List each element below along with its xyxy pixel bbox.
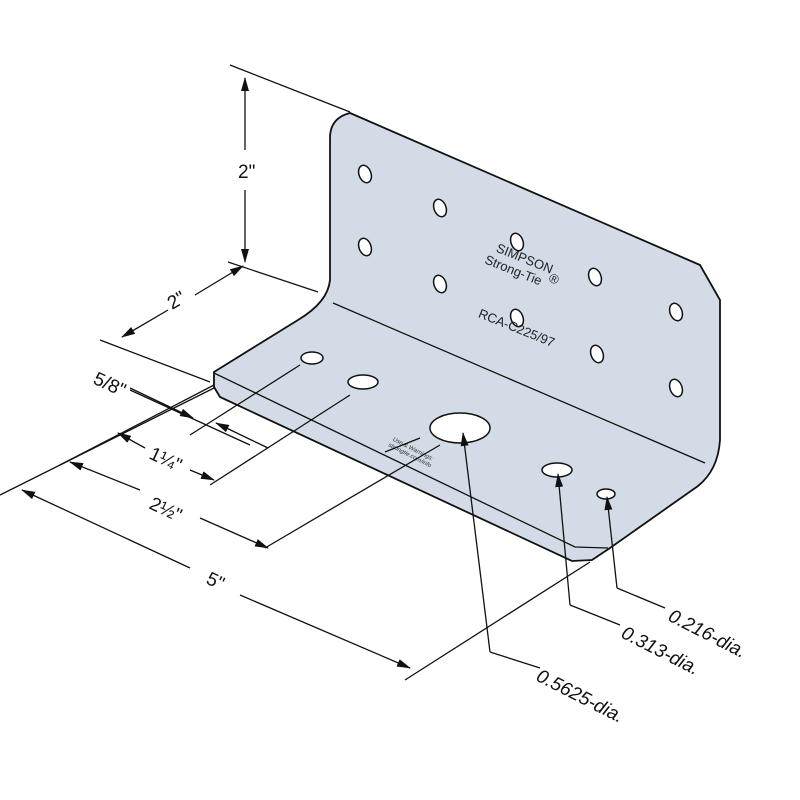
dim-edge-offset-label: 5/8": [90, 368, 129, 401]
dim-center-distance-label: 2½": [146, 493, 185, 526]
callout-leaders: [460, 432, 666, 669]
bracket-face: [213, 112, 721, 562]
dim-small-spacing-label: 1¼": [146, 443, 185, 476]
flange-thickness-edge: [213, 372, 609, 549]
dim-height-label: 2": [238, 162, 255, 183]
dimension-arrows: [21, 77, 411, 669]
vertical-plate-holes: [357, 164, 684, 398]
bend-line: [332, 302, 706, 464]
dim-length-label: 5": [203, 568, 228, 594]
large-hole-callout: 0.5625-dia.: [533, 666, 627, 728]
angle-bracket: SIMPSON Strong-Tie ® RCA-C225/97 Use & W…: [213, 112, 721, 562]
